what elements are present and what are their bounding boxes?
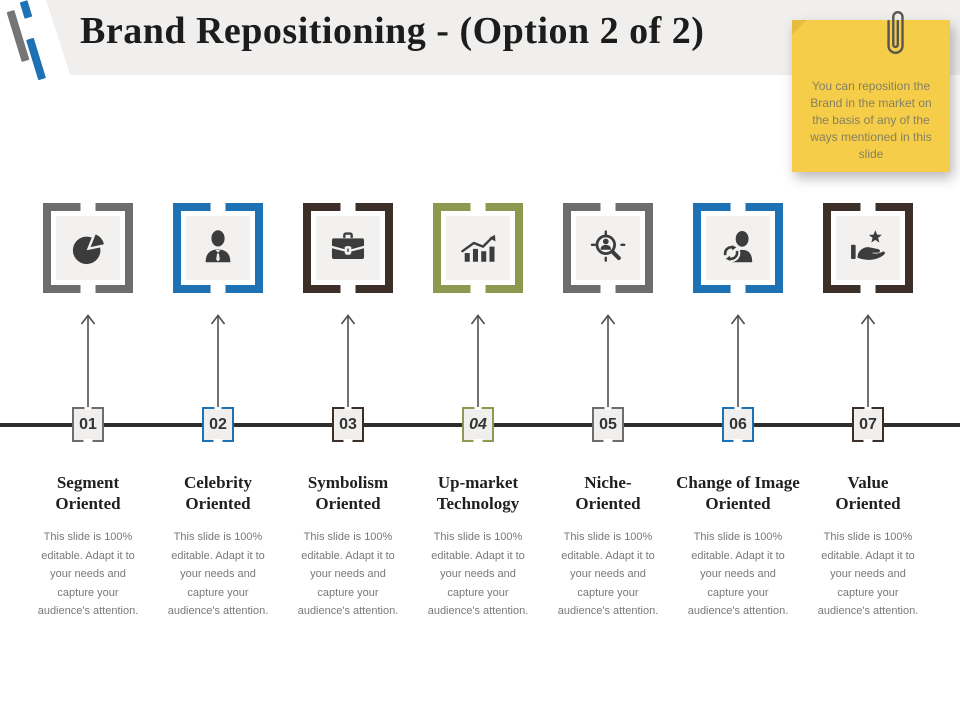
badge-notch xyxy=(213,439,223,442)
icon-tile xyxy=(706,216,770,280)
badge-notch xyxy=(604,407,612,410)
up-arrow-connector xyxy=(80,314,96,411)
frame-notch xyxy=(600,285,616,293)
frame-notch xyxy=(470,285,486,293)
up-arrow-connector xyxy=(860,314,876,411)
up-arrow-connector xyxy=(210,314,226,411)
icon-tile xyxy=(56,216,120,280)
badge-notch xyxy=(343,439,353,442)
frame-notch xyxy=(340,285,356,293)
page-title: Brand Repositioning - (Option 2 of 2) xyxy=(80,10,705,52)
badge-notch xyxy=(863,439,873,442)
badge-notch xyxy=(864,407,872,410)
pie-chart-icon xyxy=(72,234,104,265)
step-number: 01 xyxy=(79,415,97,433)
icon-frame xyxy=(563,203,653,293)
step-number: 06 xyxy=(729,415,747,433)
icon-frame xyxy=(823,203,913,293)
sticky-note-fold xyxy=(792,20,807,35)
icon-frame xyxy=(303,203,393,293)
audience-search-icon xyxy=(590,230,626,262)
item-title: Celebrity Oriented xyxy=(184,473,252,513)
icon-tile xyxy=(316,216,380,280)
frame-notch xyxy=(860,285,876,293)
item-title: Change of Image Oriented xyxy=(676,473,800,513)
up-arrow-connector xyxy=(730,314,746,411)
badge-notch xyxy=(603,439,613,442)
step-number-badge: 07 xyxy=(852,407,884,442)
paperclip-icon xyxy=(887,11,904,54)
item-title: Symbolism Oriented xyxy=(307,473,389,513)
frame-notch xyxy=(210,203,226,211)
timeline-column-5: 05 Niche- Oriented This slide is 100% ed… xyxy=(543,0,673,720)
sticky-note: You can reposition the Brand in the mark… xyxy=(792,20,950,172)
step-number: 05 xyxy=(599,415,617,433)
timeline-column-2: 02 Celebrity Oriented This slide is 100%… xyxy=(153,0,283,720)
frame-notch xyxy=(80,203,96,211)
briefcase-icon xyxy=(331,232,365,259)
frame-notch xyxy=(730,203,746,211)
step-number: 02 xyxy=(209,415,227,433)
item-title: Segment Oriented xyxy=(55,473,121,513)
up-arrow-connector xyxy=(600,314,616,411)
up-arrow-connector xyxy=(470,314,486,411)
icon-tile xyxy=(446,216,510,280)
step-number: 07 xyxy=(859,415,877,433)
step-number-badge: 04 xyxy=(462,407,494,442)
item-title: Niche- Oriented xyxy=(575,473,641,513)
frame-notch xyxy=(210,285,226,293)
hand-star-icon xyxy=(851,230,885,260)
timeline-column-4: 04 Up-market Technology This slide is 10… xyxy=(413,0,543,720)
item-description: This slide is 100% editable. Adapt it to… xyxy=(297,531,399,617)
timeline-column-1: 01 Segment Oriented This slide is 100% e… xyxy=(23,0,153,720)
badge-notch xyxy=(344,407,352,410)
up-arrow-connector xyxy=(340,314,356,411)
badge-notch xyxy=(733,439,743,442)
item-title: Value Oriented xyxy=(835,473,901,513)
businessman-icon xyxy=(205,230,231,263)
item-description: This slide is 100% editable. Adapt it to… xyxy=(687,531,789,617)
frame-notch xyxy=(340,203,356,211)
badge-notch xyxy=(474,407,482,410)
icon-frame xyxy=(173,203,263,293)
item-description: This slide is 100% editable. Adapt it to… xyxy=(817,531,919,617)
sticky-note-text: You can reposition the Brand in the mark… xyxy=(810,79,932,161)
item-description: This slide is 100% editable. Adapt it to… xyxy=(37,531,139,617)
step-number: 04 xyxy=(469,415,487,433)
badge-notch xyxy=(84,407,92,410)
step-number-badge: 03 xyxy=(332,407,364,442)
frame-notch xyxy=(730,285,746,293)
icon-frame xyxy=(693,203,783,293)
item-description: This slide is 100% editable. Adapt it to… xyxy=(427,531,529,617)
frame-notch xyxy=(860,203,876,211)
icon-frame xyxy=(43,203,133,293)
badge-notch xyxy=(214,407,222,410)
badge-notch xyxy=(83,439,93,442)
timeline-column-7: 07 Value Oriented This slide is 100% edi… xyxy=(803,0,933,720)
step-number-badge: 02 xyxy=(202,407,234,442)
step-number: 03 xyxy=(339,415,357,433)
item-description: This slide is 100% editable. Adapt it to… xyxy=(167,531,269,617)
icon-tile xyxy=(576,216,640,280)
timeline-column-6: 06 Change of Image Oriented This slide i… xyxy=(673,0,803,720)
badge-notch xyxy=(473,439,483,442)
timeline-column-3: 03 Symbolism Oriented This slide is 100%… xyxy=(283,0,413,720)
item-description: This slide is 100% editable. Adapt it to… xyxy=(557,531,659,617)
step-number-badge: 05 xyxy=(592,407,624,442)
icon-tile xyxy=(836,216,900,280)
icon-frame xyxy=(433,203,523,293)
frame-notch xyxy=(470,203,486,211)
icon-tile xyxy=(186,216,250,280)
growth-chart-icon xyxy=(461,234,496,262)
step-number-badge: 01 xyxy=(72,407,104,442)
frame-notch xyxy=(80,285,96,293)
frame-notch xyxy=(600,203,616,211)
person-refresh-icon xyxy=(721,230,753,263)
badge-notch xyxy=(734,407,742,410)
item-title: Up-market Technology xyxy=(436,473,520,513)
step-number-badge: 06 xyxy=(722,407,754,442)
